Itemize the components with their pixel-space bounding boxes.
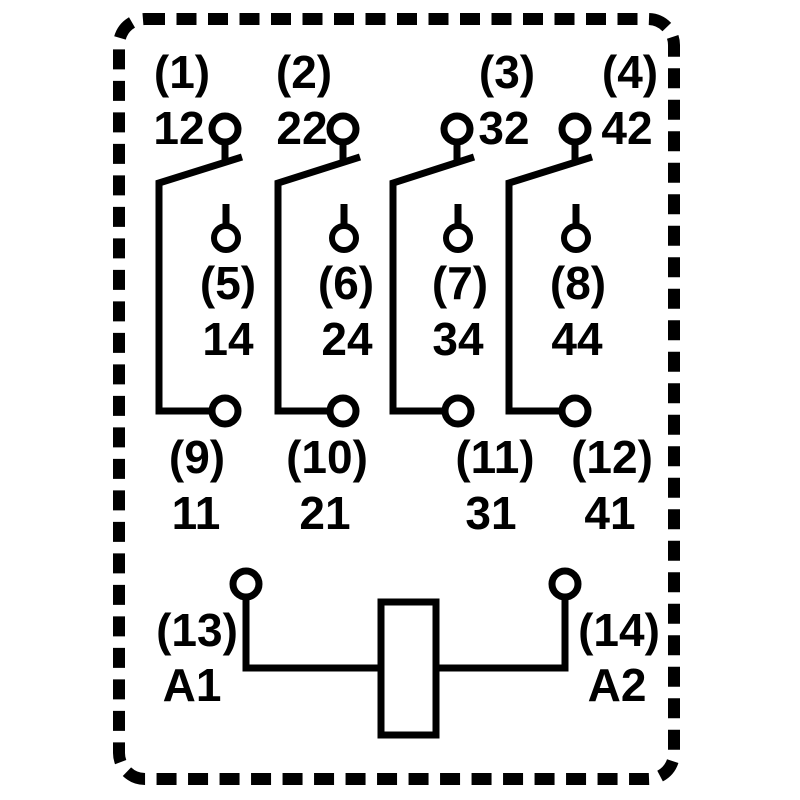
pole-2-no-terminal-circle	[329, 223, 359, 253]
pole-4-common-label: 41	[584, 487, 635, 539]
pole-2-common-terminal-circle	[326, 394, 360, 428]
pole-3-common-terminal-circle	[441, 394, 475, 428]
pole-4-no-pin-label: (8)	[550, 257, 606, 309]
pole-2-common-pin-label: (10)	[286, 431, 368, 483]
pole-3-nc-terminal-circle	[440, 112, 474, 146]
pole-3-no-pin-label: (7)	[432, 257, 488, 309]
pole-2-no-pin-label: (6)	[318, 257, 374, 309]
pole-2-pin-label: (2)	[276, 46, 332, 98]
pole-4-pin-label: (4)	[602, 46, 658, 98]
pole-2-no-label: 24	[321, 313, 373, 365]
coil-a1-label: A1	[163, 659, 222, 711]
pole-1-pin-label: (1)	[154, 46, 210, 98]
coil-a2-label: A2	[588, 659, 647, 711]
pole-4-nc-terminal-circle	[558, 112, 592, 146]
pole-4-common-pin-label: (12)	[571, 431, 653, 483]
pole-2-nc-terminal-circle	[326, 112, 360, 146]
pole-2-nc-label: 22	[276, 102, 327, 154]
pole-1-no-pin-label: (5)	[200, 257, 256, 309]
pole-4-common-terminal-circle	[558, 394, 592, 428]
coil-a1-pin-label: (13)	[156, 604, 238, 656]
pole-2-common-label: 21	[299, 487, 350, 539]
pole-3-common-pin-label: (11)	[455, 431, 534, 483]
pole-1-contact-group: (1) 12 (5) 14 (9) 11	[153, 46, 256, 539]
pole-1-blade-and-rail	[155, 153, 244, 415]
pole-3-contact-group: (3) 32 (7) 34 (11) 31	[389, 46, 535, 539]
pole-3-no-label: 34	[432, 313, 484, 365]
coil-group: (13) A1 (14) A2	[156, 567, 660, 739]
pole-2-blade-and-rail	[274, 153, 362, 415]
pole-3-nc-label: 32	[478, 102, 529, 154]
pole-1-common-pin-label: (9)	[169, 431, 225, 483]
pole-3-blade-and-rail	[389, 153, 476, 415]
pole-3-pin-label: (3)	[479, 46, 535, 98]
pole-4-blade-and-rail	[505, 153, 594, 415]
pole-1-no-terminal-circle	[211, 223, 241, 253]
pole-1-common-terminal-circle	[208, 394, 242, 428]
pole-2-contact-group: (2) 22 (6) 24 (10) 21	[274, 46, 374, 539]
pole-4-no-label: 44	[551, 313, 603, 365]
pole-3-no-terminal-circle	[443, 223, 473, 253]
pole-4-contact-group: (4) 42 (8) 44 (12) 41	[505, 46, 658, 539]
device-outline-dashed-border	[113, 13, 680, 785]
pole-1-nc-label: 12	[153, 102, 204, 154]
coil-terminal-a1-circle	[229, 567, 263, 601]
pole-1-common-label: 11	[172, 487, 221, 539]
pole-1-no-label: 14	[202, 313, 254, 365]
pole-4-no-terminal-circle	[561, 223, 591, 253]
pole-4-nc-label: 42	[601, 102, 652, 154]
coil-rect-symbol	[377, 598, 440, 739]
coil-a2-pin-label: (14)	[578, 604, 660, 656]
pole-3-common-label: 31	[465, 487, 516, 539]
coil-terminal-a2-circle	[548, 567, 582, 601]
pole-1-nc-terminal-circle	[208, 112, 242, 146]
